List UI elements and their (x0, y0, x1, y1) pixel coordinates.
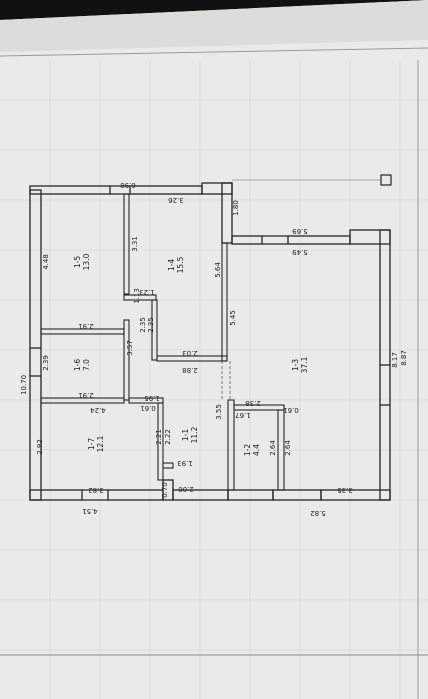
room-1-1-id: 1-1 (181, 429, 190, 441)
room-1-2: 1-2 4.4 (243, 444, 261, 456)
room-1-4-area: 15.5 (176, 256, 185, 273)
room-1-5: 1-5 13.0 (73, 253, 91, 270)
room-1-5-area: 13.0 (82, 253, 91, 270)
dim-3-82: 3.82 (88, 486, 104, 494)
dim-2-38: 2.38 (245, 399, 261, 407)
dim-4-48: 4.48 (42, 254, 50, 270)
dim-10-70: 10.70 (20, 375, 28, 395)
room-1-6: 1-6 7.0 (73, 359, 91, 371)
dim-5-82: 5.82 (310, 509, 326, 517)
dim-2-35-left: 2.35 (139, 317, 147, 333)
dim-5-45: 5.45 (229, 310, 237, 326)
dim-2-91-bottom: 2.91 (78, 391, 94, 399)
room-1-2-id: 1-2 (243, 444, 252, 456)
room-1-1-area: 11.2 (190, 426, 199, 443)
dim-0-70: 0.70 (161, 482, 169, 498)
dim-6-98: 6.98 (120, 181, 136, 189)
dim-1-67: 1.67 (235, 411, 251, 419)
dim-1-13: 1.13 (133, 288, 141, 304)
room-1-7: 1-7 12.1 (87, 435, 105, 452)
dim-2-22: 2.22 (164, 429, 172, 445)
dim-3-57: 3.57 (126, 340, 134, 356)
dim-1-95: 1.95 (144, 394, 160, 402)
dim-4-51: 4.51 (82, 507, 98, 515)
room-1-3: 1-3 37.1 (291, 356, 309, 373)
dim-3-35: 3.35 (337, 486, 353, 494)
dim-2-92: 2.92 (36, 439, 44, 455)
dim-3-31: 3.31 (131, 236, 139, 252)
dim-2-21: 2.21 (155, 429, 163, 445)
dim-1-23: 1.23 (139, 288, 155, 296)
dim-3-26: 3.26 (168, 196, 184, 204)
dim-2-64-right: 2.64 (284, 440, 292, 456)
room-1-7-id: 1-7 (87, 438, 96, 450)
paper-edge-line (0, 47, 428, 57)
dim-3-55: 3.55 (215, 404, 223, 420)
dim-2-88: 2.88 (182, 366, 198, 374)
dim-2-00: 2.00 (178, 485, 194, 493)
dim-5-64: 5.64 (214, 262, 222, 278)
dim-1-80: 1.80 (232, 200, 240, 216)
dim-2-39: 2.39 (42, 355, 50, 371)
dim-2-03: 2.03 (182, 349, 198, 357)
room-1-4: 1-4 15.5 (167, 256, 185, 273)
room-1-3-id: 1-3 (291, 359, 300, 371)
dim-5-49: 5.49 (292, 248, 308, 256)
dim-0-61-right: 0.61 (283, 406, 299, 414)
paper-fold (0, 0, 428, 52)
dim-1-93: 1.93 (177, 459, 193, 467)
room-1-1: 1-1 11.2 (181, 426, 199, 443)
dim-8-87: 8.87 (400, 350, 408, 366)
dim-8-17: 8.17 (391, 352, 399, 368)
room-1-5-id: 1-5 (73, 256, 82, 268)
dim-2-91-top: 2.91 (78, 322, 94, 330)
room-1-3-area: 37.1 (300, 356, 309, 373)
interior-walls (40, 193, 285, 491)
room-1-6-id: 1-6 (73, 359, 82, 371)
dim-5-69: 5.69 (292, 227, 308, 235)
room-1-6-area: 7.0 (82, 359, 91, 371)
room-1-4-id: 1-4 (167, 259, 176, 271)
room-1-2-area: 4.4 (252, 444, 261, 456)
dim-2-35-right: 2.35 (147, 317, 155, 333)
room-1-7-area: 12.1 (96, 435, 105, 452)
dim-2-64-left: 2.64 (269, 440, 277, 456)
dim-0-61-left: 0.61 (140, 404, 156, 412)
dim-4-24: 4.24 (90, 406, 106, 414)
exterior-walls (29, 182, 391, 501)
